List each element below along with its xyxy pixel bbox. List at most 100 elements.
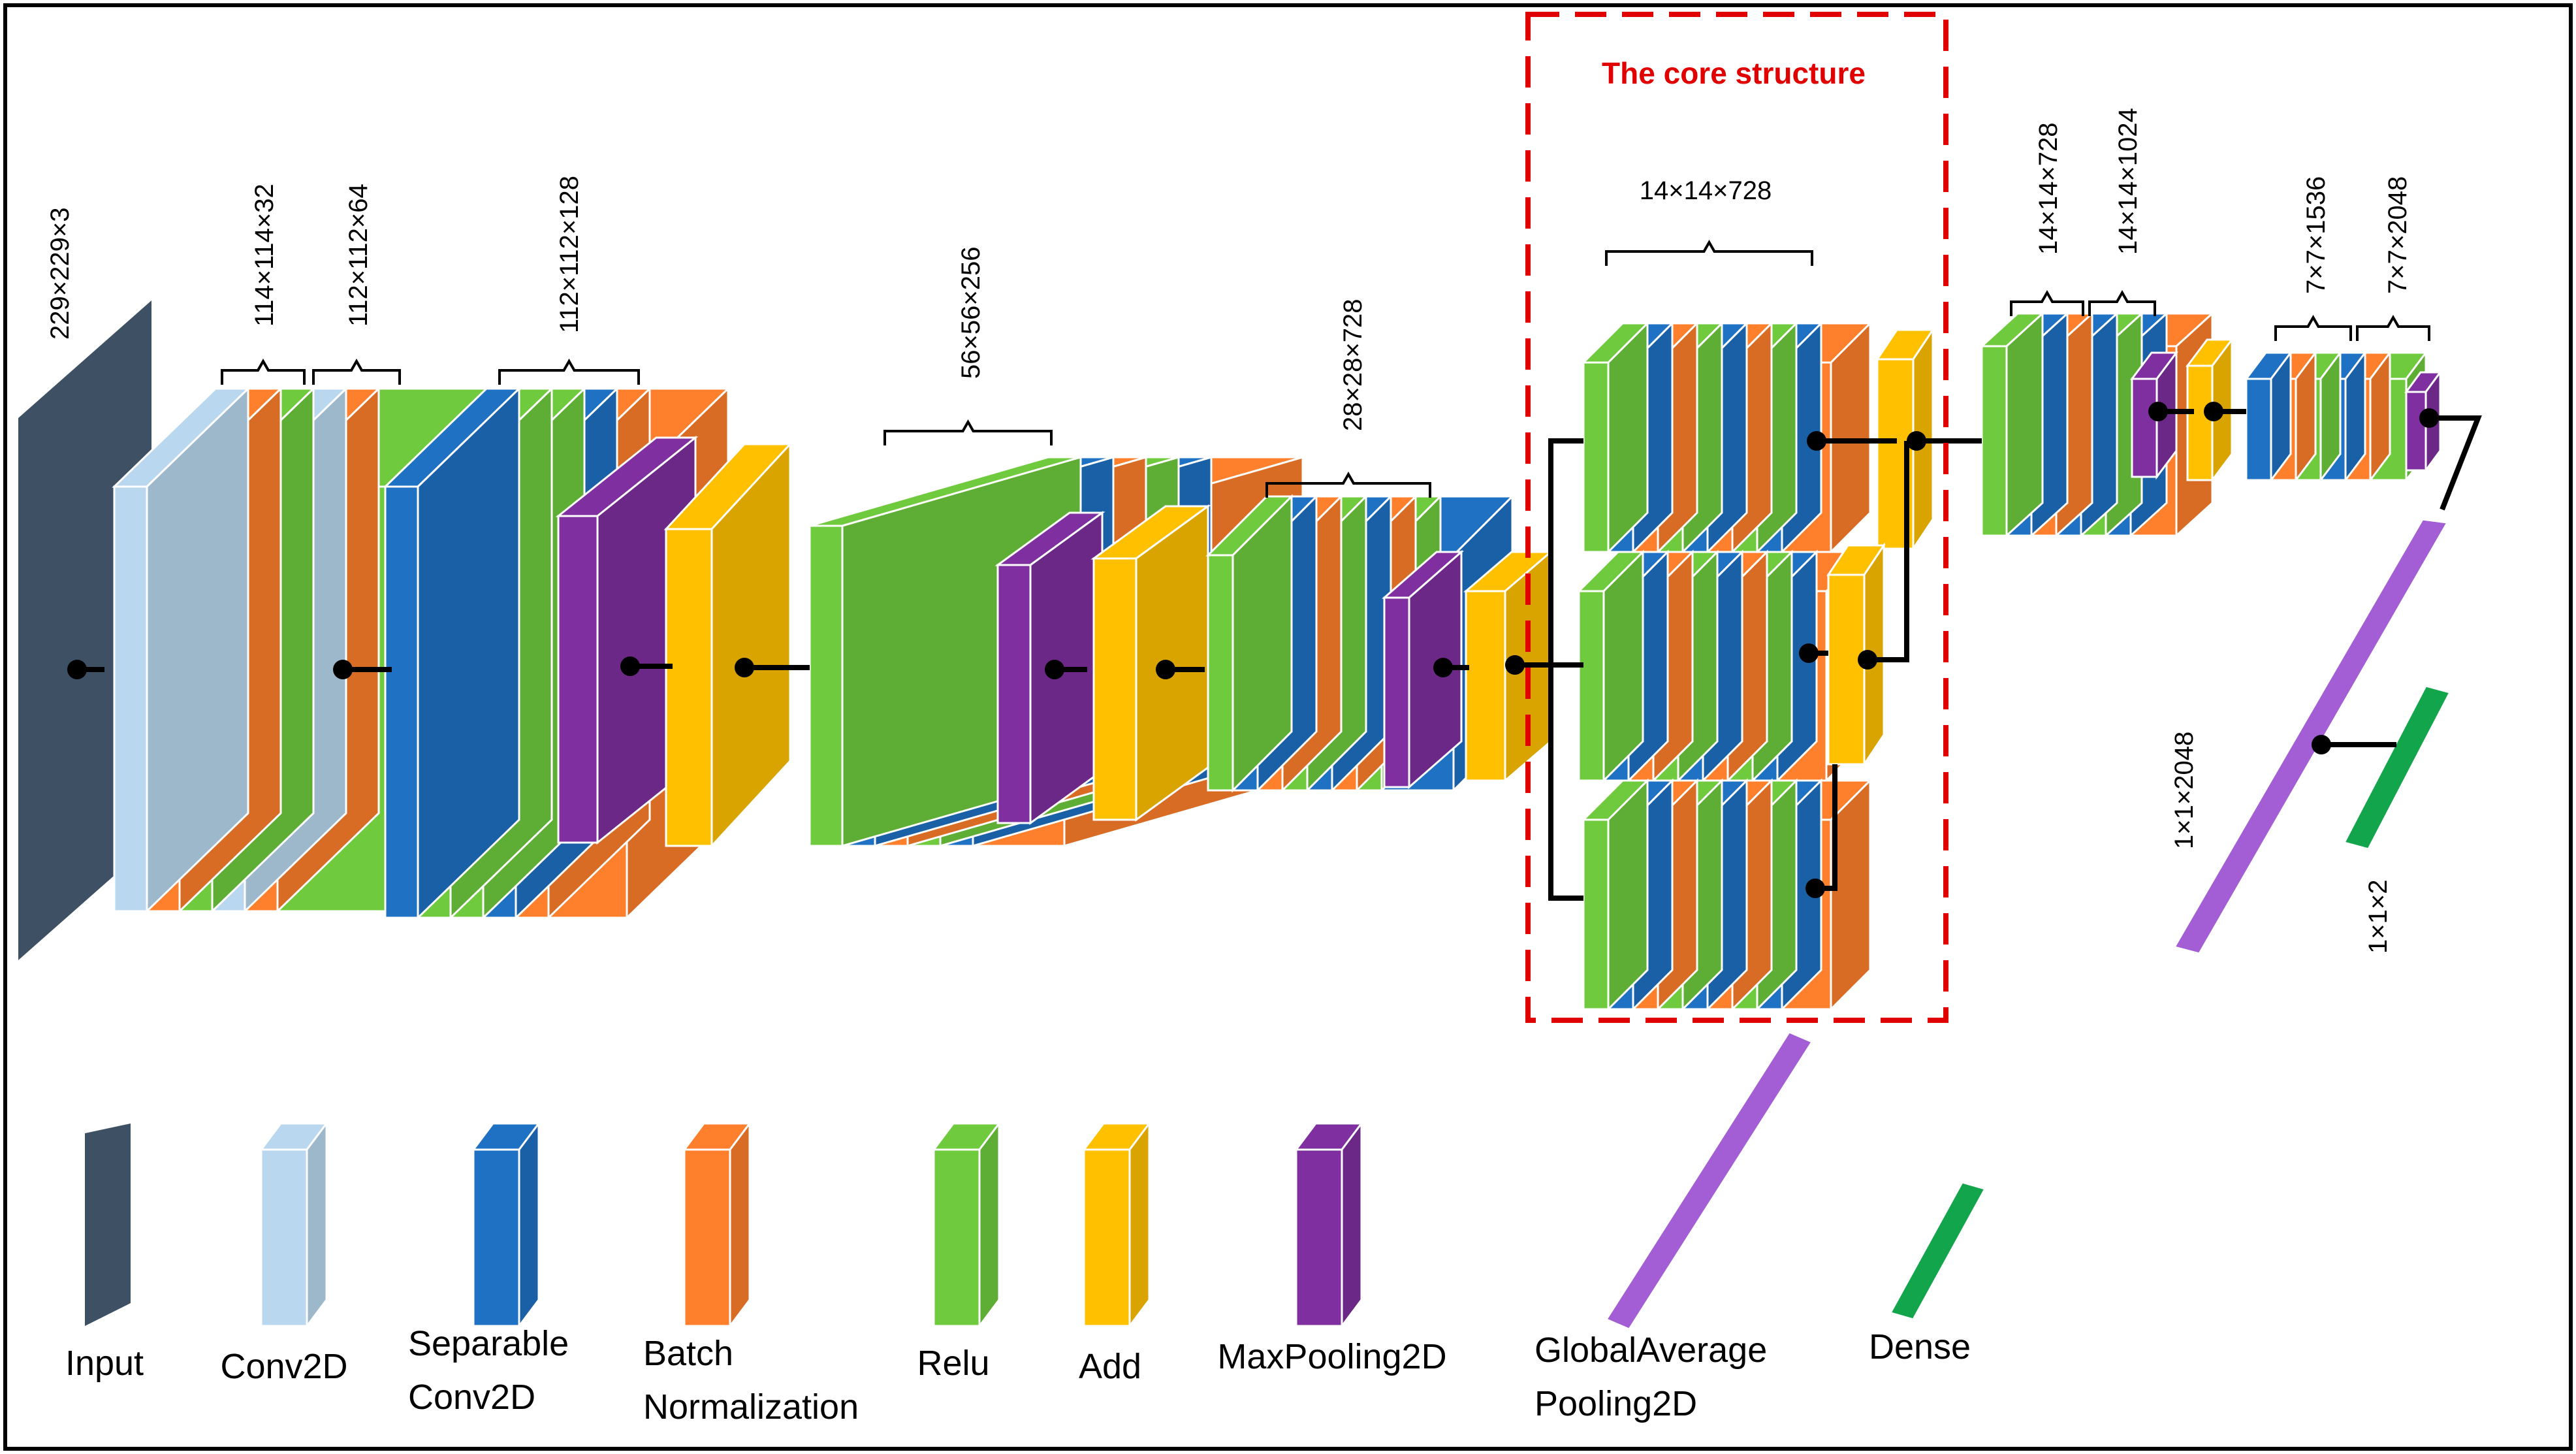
legend-label: GlobalAverage bbox=[1534, 1331, 1767, 1370]
block2-maxpool bbox=[994, 511, 1105, 825]
connector-dot bbox=[620, 656, 640, 676]
connector-dot bbox=[1805, 879, 1825, 898]
connector-dot bbox=[2312, 735, 2331, 754]
bracket-block1 bbox=[498, 358, 640, 385]
connector-dot bbox=[2148, 402, 2168, 421]
label-exit-b-shape: 14×14×1024 bbox=[2114, 108, 2142, 255]
dense-bar bbox=[2342, 685, 2452, 850]
bracket-tail-b bbox=[2356, 314, 2430, 341]
label-gap-shape: 1×1×2048 bbox=[2170, 732, 2199, 849]
bracket-conv-a bbox=[221, 358, 306, 385]
legend-label: MaxPooling2D bbox=[1217, 1337, 1446, 1376]
legend-item-relu: Relu bbox=[917, 1120, 1001, 1383]
label-tail-b-shape: 7×7×2048 bbox=[2383, 176, 2412, 294]
label-core-shape: 14×14×728 bbox=[1640, 176, 1772, 205]
connector-dot bbox=[1505, 655, 1525, 675]
connector-dot bbox=[2419, 408, 2439, 428]
connector-line bbox=[1548, 665, 1583, 901]
core-add-mid bbox=[1826, 542, 1886, 767]
core-structure-frame bbox=[1525, 12, 1948, 1023]
bracket-block2 bbox=[883, 419, 1053, 445]
legend-label: Relu bbox=[917, 1344, 989, 1383]
block2-add bbox=[1090, 504, 1211, 822]
legend-label: Pooling2D bbox=[1534, 1384, 1697, 1423]
outer-border bbox=[3, 3, 2573, 1451]
connector-dot bbox=[1858, 650, 1877, 670]
bracket-core bbox=[1605, 239, 1813, 266]
label-input-shape: 229×229×3 bbox=[46, 208, 74, 340]
legend-swatch bbox=[472, 1148, 520, 1327]
block1-add bbox=[663, 442, 793, 848]
legend-swatch bbox=[1083, 1148, 1131, 1327]
connector-dot bbox=[735, 658, 754, 677]
bracket-exit-a bbox=[2010, 289, 2084, 316]
legend-item-dense: Dense bbox=[1869, 1181, 1987, 1366]
legend-swatch-side bbox=[518, 1120, 540, 1329]
bracket-conv-b bbox=[312, 358, 401, 385]
core-row-3-slice bbox=[1581, 778, 1650, 1012]
legend-swatch bbox=[1888, 1181, 1987, 1321]
legend-swatch bbox=[1604, 1031, 1814, 1331]
legend-swatch bbox=[683, 1148, 731, 1327]
connector-dot bbox=[1433, 658, 1453, 677]
legend-item-maxpooling2d: MaxPooling2D bbox=[1217, 1120, 1447, 1376]
connector-dot bbox=[1045, 660, 1064, 679]
legend-label: Add bbox=[1079, 1347, 1141, 1386]
label-block1-shape: 112×112×128 bbox=[555, 176, 584, 333]
legend-swatch-side bbox=[729, 1120, 751, 1329]
connector-dot bbox=[1907, 431, 1926, 451]
label-block3-shape: 28×28×728 bbox=[1339, 299, 1367, 431]
legend-label: Dense bbox=[1869, 1327, 1971, 1366]
connector-line bbox=[1548, 438, 1583, 665]
core-row-1 bbox=[1581, 321, 1873, 555]
label-dense-shape: 1×1×2 bbox=[2364, 880, 2393, 954]
core-row-2 bbox=[1576, 549, 1868, 783]
bracket-exit-b bbox=[2088, 289, 2156, 316]
legend-item-add: Add bbox=[1079, 1120, 1151, 1386]
tail-stack-slice bbox=[2244, 349, 2293, 483]
core-row-1-slice bbox=[1581, 321, 1650, 555]
legend-swatch bbox=[1295, 1148, 1343, 1327]
label-conv-b-shape: 112×112×64 bbox=[344, 184, 373, 327]
legend-swatch bbox=[260, 1148, 308, 1327]
connector-dot bbox=[333, 660, 353, 679]
legend-label: Conv2D bbox=[408, 1378, 535, 1417]
legend-label: Normalization bbox=[643, 1387, 859, 1427]
legend-swatch bbox=[85, 1123, 131, 1326]
label-exit-a-shape: 14×14×728 bbox=[2034, 123, 2063, 255]
core-row-3 bbox=[1581, 778, 1873, 1012]
legend-label: Batch bbox=[643, 1334, 733, 1373]
connector-dot bbox=[2204, 402, 2223, 421]
tail-stack bbox=[2244, 349, 2428, 483]
block1-stack-slice bbox=[383, 386, 522, 920]
connector-dot bbox=[1807, 431, 1826, 451]
exit-stack-slice bbox=[1979, 311, 2045, 538]
connectors bbox=[67, 402, 2482, 901]
core-row-2-slice bbox=[1576, 549, 1646, 783]
bracket-tail-a bbox=[2274, 314, 2352, 341]
bracket-block3 bbox=[1265, 471, 1431, 498]
block3-stack-slice bbox=[1205, 494, 1294, 793]
label-tail-a-shape: 7×7×1536 bbox=[2302, 176, 2330, 294]
global-average-pooling-bar bbox=[2172, 518, 2449, 955]
connector-dot bbox=[1799, 643, 1819, 663]
legend-swatch bbox=[932, 1148, 981, 1327]
legend-item-input: Input bbox=[65, 1123, 144, 1383]
connector-line bbox=[1868, 441, 1909, 662]
entry-conv-stack-slice bbox=[112, 386, 251, 914]
connector-dot bbox=[67, 660, 87, 679]
legend-swatch-side bbox=[1341, 1120, 1363, 1329]
exit-stack bbox=[1979, 311, 2215, 538]
legend-swatch-side bbox=[978, 1120, 1000, 1329]
connector-line bbox=[2429, 415, 2482, 511]
network-layers bbox=[18, 300, 2452, 1012]
legend-label: Separable bbox=[408, 1324, 569, 1363]
legend-swatch-side bbox=[306, 1120, 328, 1329]
legend-item-conv2d: Conv2D bbox=[220, 1120, 348, 1386]
label-block2-shape: 56×56×256 bbox=[957, 247, 985, 379]
